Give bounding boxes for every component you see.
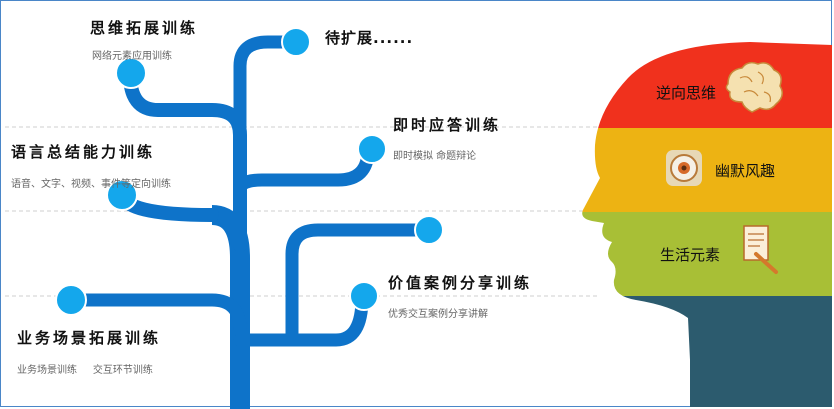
node-value [349,281,379,311]
branch-title-language: 语言总结能力训练 [11,143,156,161]
node-thinking [115,57,147,89]
node-language [106,179,138,211]
branch-title-business: 业务场景拓展训练 [17,329,162,347]
head-band-teal [582,296,832,407]
branch-subtitle-language: 语音、文字、视频、事件等定向训练 [11,179,171,190]
node-expand [281,27,311,57]
branch-subtitle-instant: 即时模拟 命题辩论 [393,151,477,162]
node-instant [357,134,387,164]
branch-title-value: 价值案例分享训练 [388,274,533,292]
head-label-reverse-thinking: 逆向思维 [656,84,717,102]
brain-icon [725,61,783,113]
document-pencil-icon [743,225,778,274]
branch-title-expand: 待扩展...... [325,29,414,47]
node-value-top [414,215,444,245]
branch-instant [233,143,375,197]
branch-subtitle-value: 优秀交互案例分享讲解 [388,309,488,320]
head-label-humor: 幽默风趣 [715,162,776,180]
branch-title-instant: 即时应答训练 [393,116,502,134]
branch-title-thinking: 思维拓展训练 [90,19,199,37]
branch-expand [233,35,303,142]
node-business [55,284,87,316]
head-band-orange [582,128,832,212]
branch-value-top [285,223,435,347]
branch-subtitle-thinking: 网络元素应用训练 [92,51,172,62]
branch-business [65,293,247,337]
head-label-life-elements: 生活元素 [660,246,721,264]
branch-subtitle-business: 业务场景训练 交互环节训练 [17,365,153,376]
head-band-green [582,212,832,296]
emoji-icon [666,150,702,186]
